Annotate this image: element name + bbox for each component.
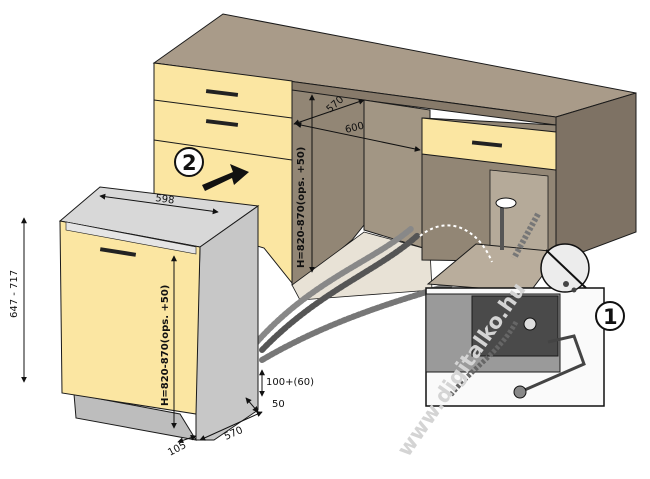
step-2-arrow [202,164,249,191]
inset-connector [513,385,527,399]
step-2-marker: 2 [174,147,249,191]
door-handle [99,247,137,257]
drawer-handle [205,89,239,97]
inset-drain-hose [448,320,519,398]
drain-hose-2 [253,225,415,346]
water-drop-2 [571,287,577,293]
drawer-divider [153,99,293,119]
door-height-label: H=820-870(ops. +50) [160,285,171,406]
base-depth-line [199,411,263,441]
cabinet-depth-line [293,98,365,126]
plinth-offset-label: 50 [272,399,285,410]
step-1-circle [595,301,625,331]
base-offset-label: 105 [166,440,188,459]
step-1-label: 1 [603,305,618,329]
plinth-height-label: 100+(60) [266,377,314,388]
drain-pipe [511,212,541,260]
step-2-circle [174,147,204,177]
drain-hose-1 [259,232,421,353]
inset-water-hose [519,334,586,394]
step-2-label: 2 [182,151,197,175]
dishwasher [58,186,260,441]
tap-knob [495,197,517,209]
cabinet-height-label: H=820-870(ops. +50) [296,147,307,268]
inset-appliance-dark [471,295,559,357]
step-1-inset: 1 [419,197,625,407]
appliance-width-label: 598 [155,193,175,207]
water-drop [563,281,569,287]
plinth-offset-line [245,397,259,413]
drawer-handle-2 [205,119,239,127]
drawer-divider-2 [153,139,293,161]
hose-route-dashed [419,224,493,263]
connection-detail-strike [545,249,587,289]
base-offset-line [177,434,197,444]
appliance-width-line [99,193,219,215]
cabinet-width-label: 600 [344,121,365,136]
cabinet-width-line [295,122,421,152]
cabinet-right-side [555,92,637,263]
opening-back-wall [363,99,431,251]
control-strip [65,221,197,255]
dishwasher-door [59,220,201,415]
inset-valve [523,317,537,331]
appliance-height-label: 647 - 717 [9,270,20,318]
right-drawer-handle [471,140,503,148]
